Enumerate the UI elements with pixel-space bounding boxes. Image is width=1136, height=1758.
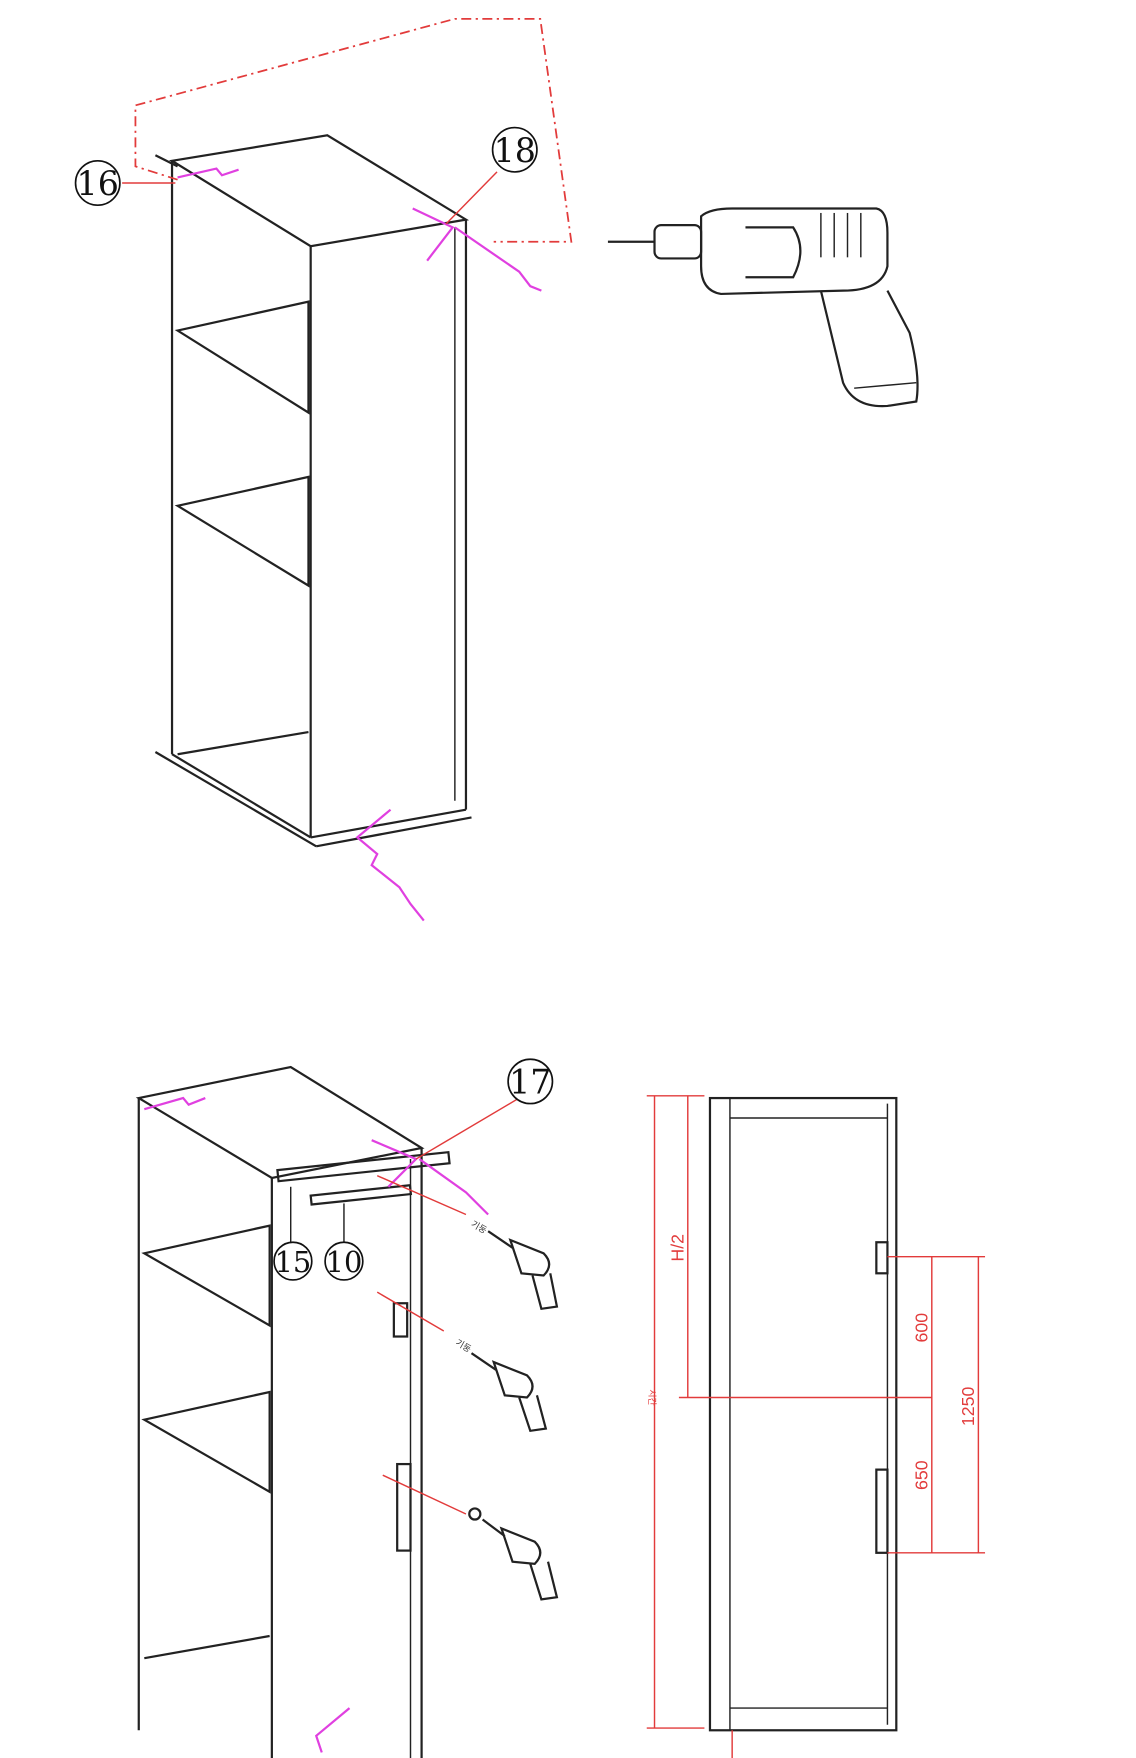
dim-half-height: H/2	[667, 1234, 687, 1262]
drill-icon	[607, 207, 919, 408]
cabinet-top-view	[154, 134, 472, 848]
hardware-17	[144, 1096, 489, 1216]
hardware-16	[177, 167, 239, 179]
small-drill-icon	[487, 1230, 559, 1311]
hardware-bottom	[355, 808, 425, 922]
dimension-lines	[646, 1095, 986, 1758]
callout-15	[273, 1241, 313, 1281]
pillar-note-2: 기둥	[453, 1337, 473, 1355]
drill-path-line	[134, 17, 573, 243]
hardware-18	[412, 207, 542, 292]
dim-600: 600	[911, 1313, 931, 1343]
small-drill-icon	[468, 1507, 559, 1601]
hardware-bottom-2	[314, 1707, 351, 1753]
callout-17-text: 17	[509, 1063, 551, 1102]
pillar-note-1: 기둥	[469, 1219, 489, 1237]
small-drill-icon	[470, 1352, 548, 1433]
callout-17	[507, 1058, 554, 1105]
callout-18-text: 18	[494, 131, 536, 170]
cabinet-bottom-view	[135, 1065, 451, 1758]
callout-16	[74, 159, 121, 207]
callout-10	[324, 1241, 364, 1281]
dim-1250: 1250	[958, 1387, 978, 1427]
callout-18	[491, 126, 538, 173]
callout-15-text: 15	[275, 1245, 312, 1279]
cabinet-elevation	[708, 1096, 898, 1732]
dim-side-label: 시간	[647, 1389, 657, 1405]
callout-10-text: 10	[326, 1245, 363, 1279]
dim-650: 650	[911, 1460, 931, 1490]
callout-16-text: 16	[77, 164, 119, 203]
